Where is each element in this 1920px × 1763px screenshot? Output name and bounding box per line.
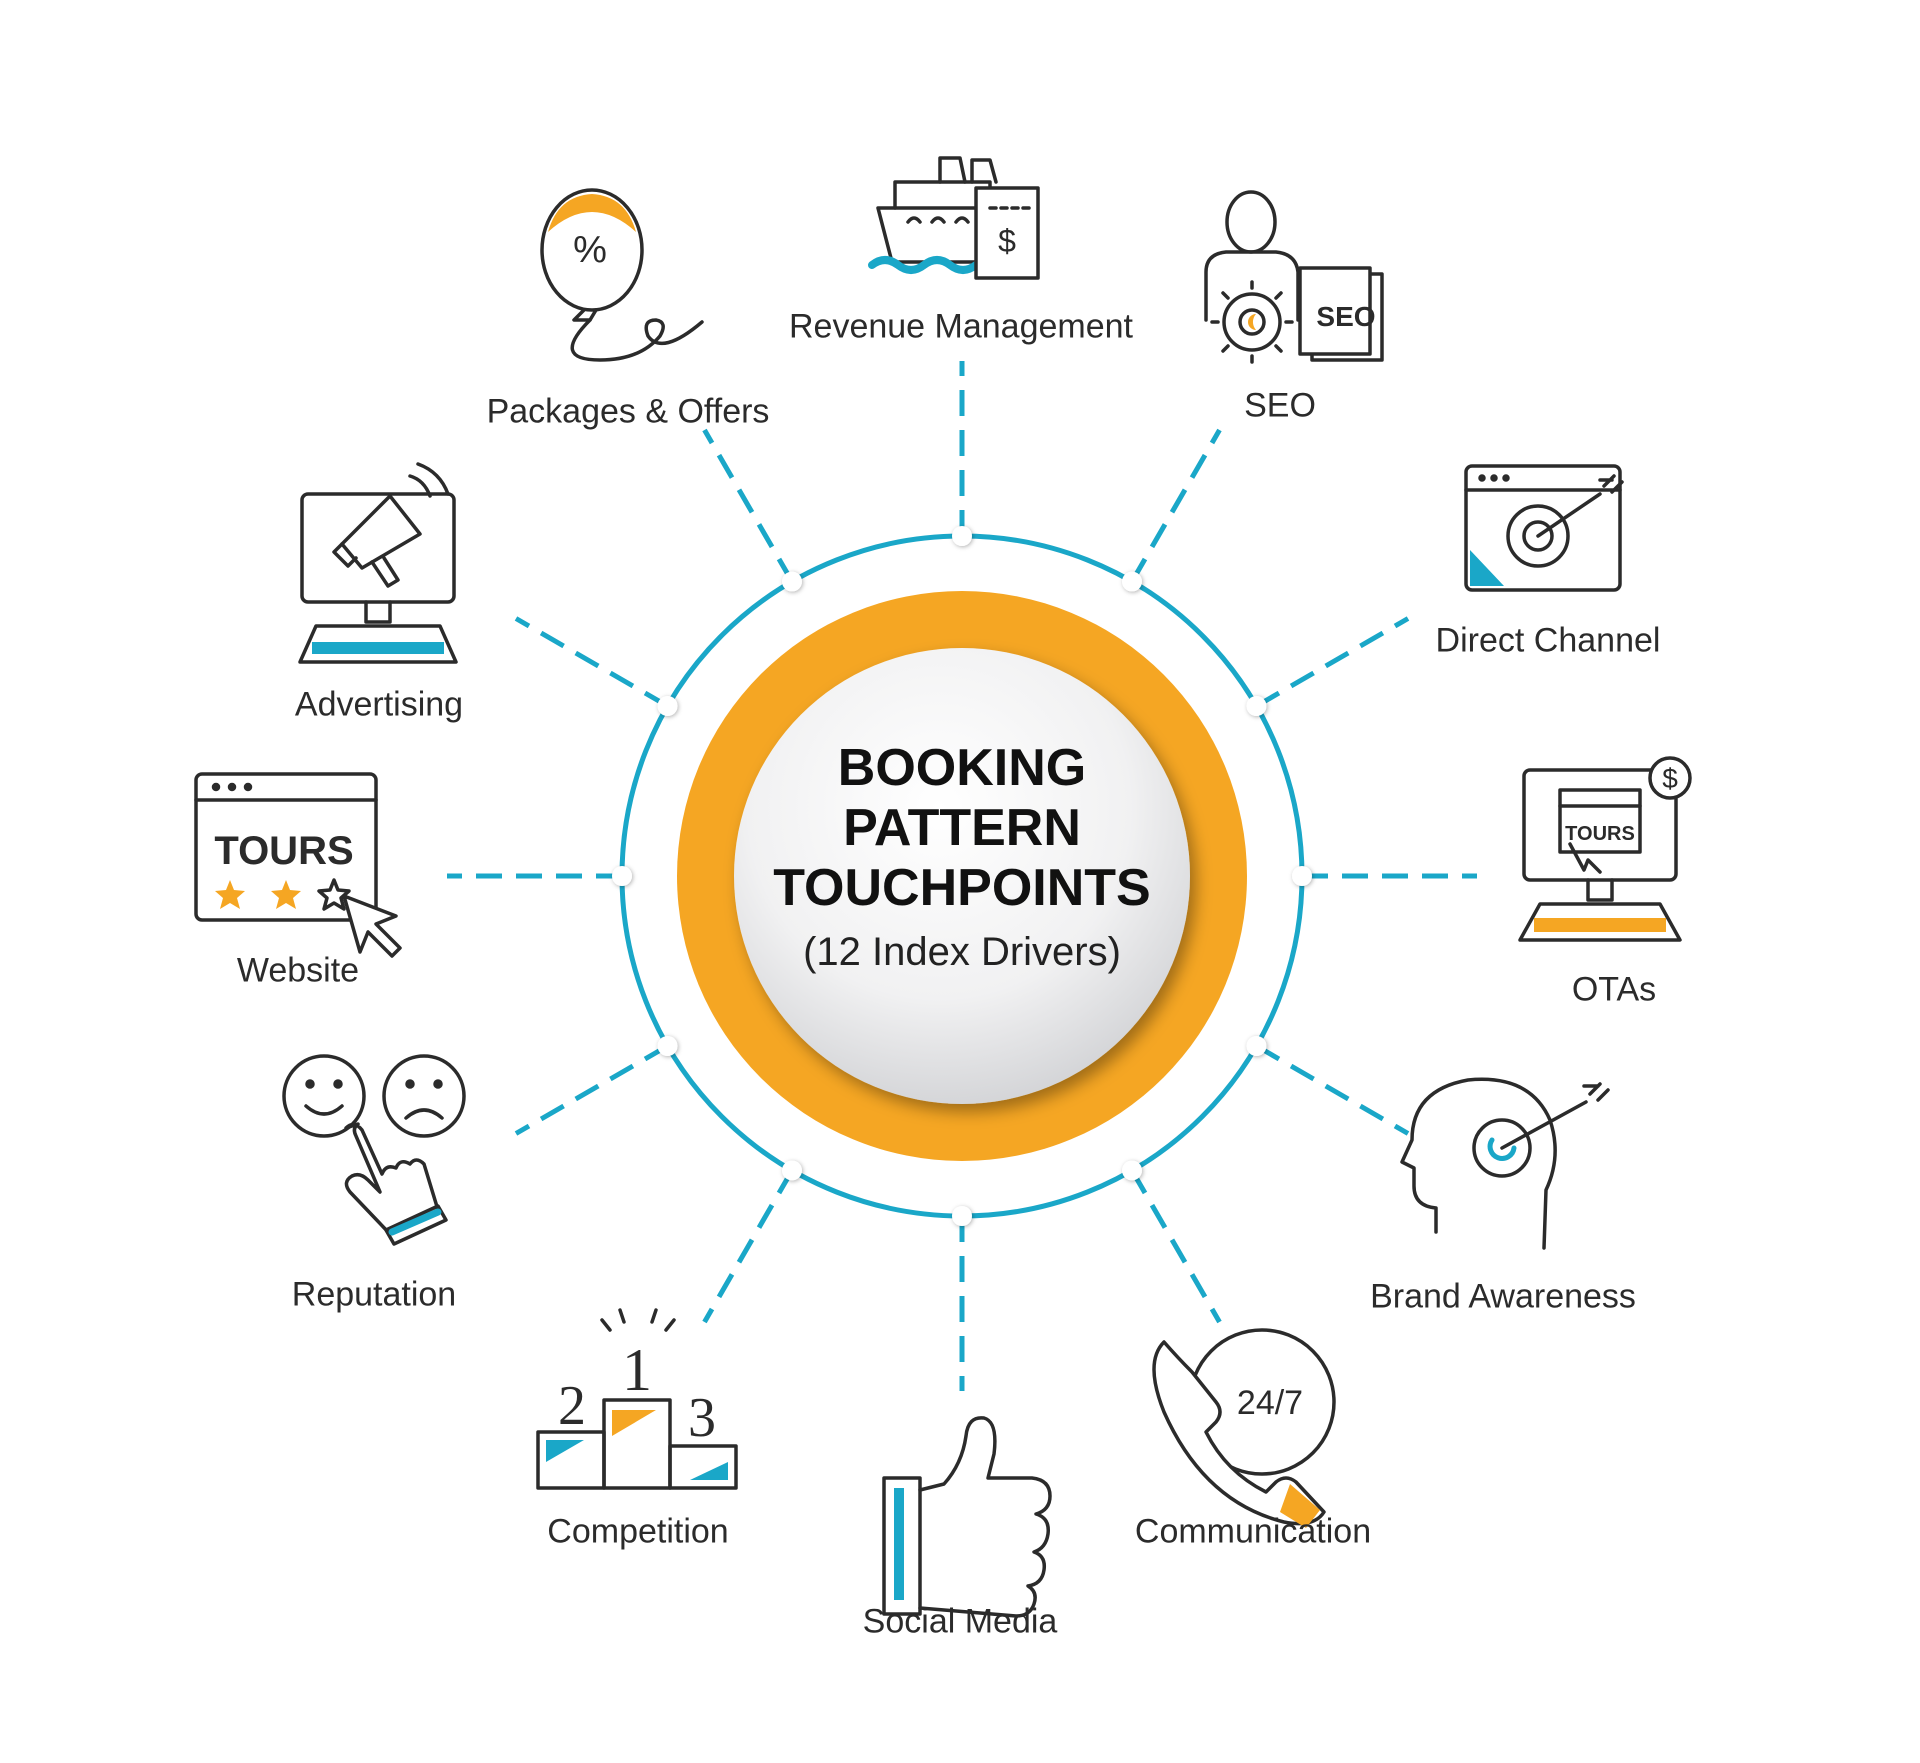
seo-doc-text: SEO: [1316, 301, 1375, 332]
ring-dots: [612, 526, 1312, 1226]
ring-dot: [782, 1160, 802, 1181]
label-seo: SEO: [1244, 386, 1316, 425]
hub-title-line-1: BOOKING: [837, 739, 1087, 797]
connector-spokes: [447, 361, 1477, 1391]
podium-third: 3: [688, 1387, 716, 1449]
label-reputation: Reputation: [291, 1275, 457, 1314]
label-communication: Communication: [1134, 1512, 1372, 1551]
spoke-podium: [702, 1169, 795, 1324]
computer-tours-dollar-icon: TOURS $: [1518, 756, 1692, 942]
label-packages-offers: Packages & Offers: [486, 392, 770, 431]
ring-dot: [1122, 1160, 1142, 1181]
spoke-person-gear-seo: [1129, 428, 1222, 583]
podium-icon: 1 2 3: [536, 1308, 738, 1490]
person-gear-seo-icon: SEO: [1204, 190, 1384, 364]
balloon-percent-text: %: [573, 229, 607, 271]
ring-dot: [612, 866, 632, 886]
spoke-computer-megaphone: [514, 616, 669, 709]
hub-title-line-2: PATTERN: [843, 799, 1081, 857]
ticket-dollar-text: $: [998, 223, 1016, 259]
label-brand-awareness: Brand Awareness: [1370, 1277, 1636, 1316]
ring-dot: [1246, 1036, 1267, 1056]
thumbs-up-icon: [882, 1416, 1052, 1618]
hub-subtitle: (12 Index Drivers): [803, 930, 1121, 974]
ring-dot: [782, 571, 802, 592]
spoke-balloon-percent: [702, 428, 795, 583]
ring-dot: [952, 526, 972, 546]
phone-24-7-icon: 24/7: [1152, 1328, 1336, 1528]
hub-title-line-3: TOUCHPOINTS: [773, 859, 1151, 917]
spoke-smiley-faces: [514, 1043, 669, 1136]
ring-dot: [1122, 571, 1142, 592]
browser-target-icon: [1464, 464, 1624, 592]
label-advertising: Advertising: [294, 685, 464, 724]
label-competition: Competition: [547, 1512, 729, 1551]
balloon-percent-icon: %: [540, 188, 704, 362]
otas-tours-text: TOURS: [1565, 823, 1635, 845]
head-target-icon: [1400, 1077, 1610, 1250]
ring-dot: [1246, 696, 1267, 716]
ring-dot: [952, 1206, 972, 1226]
spoke-phone-24-7: [1129, 1169, 1222, 1324]
spoke-browser-target: [1255, 616, 1410, 709]
hours-text: 24/7: [1237, 1384, 1303, 1422]
ring-dot: [657, 696, 678, 716]
podium-first: 1: [622, 1337, 652, 1403]
ring-dot: [1292, 866, 1312, 886]
browser-tours-icon: TOURS: [194, 772, 402, 958]
otas-dollar-text: $: [1662, 763, 1678, 794]
label-revenue-management: Revenue Management: [788, 307, 1134, 346]
label-otas: OTAs: [1571, 970, 1657, 1009]
ring-dot: [657, 1036, 678, 1056]
podium-second: 2: [558, 1375, 586, 1437]
website-tours-text: TOURS: [214, 829, 353, 873]
label-social-media: Social Media: [862, 1602, 1058, 1641]
hub-disc: [734, 648, 1190, 1104]
ship-ticket-icon: $: [868, 156, 1040, 280]
hub-title: BOOKING PATTERN TOUCHPOINTS: [752, 738, 1172, 918]
computer-megaphone-icon: [298, 462, 458, 664]
label-website: Website: [236, 951, 360, 990]
spoke-head-target: [1255, 1043, 1410, 1136]
smiley-faces-icon: [282, 1054, 466, 1246]
label-direct-channel: Direct Channel: [1435, 621, 1661, 660]
